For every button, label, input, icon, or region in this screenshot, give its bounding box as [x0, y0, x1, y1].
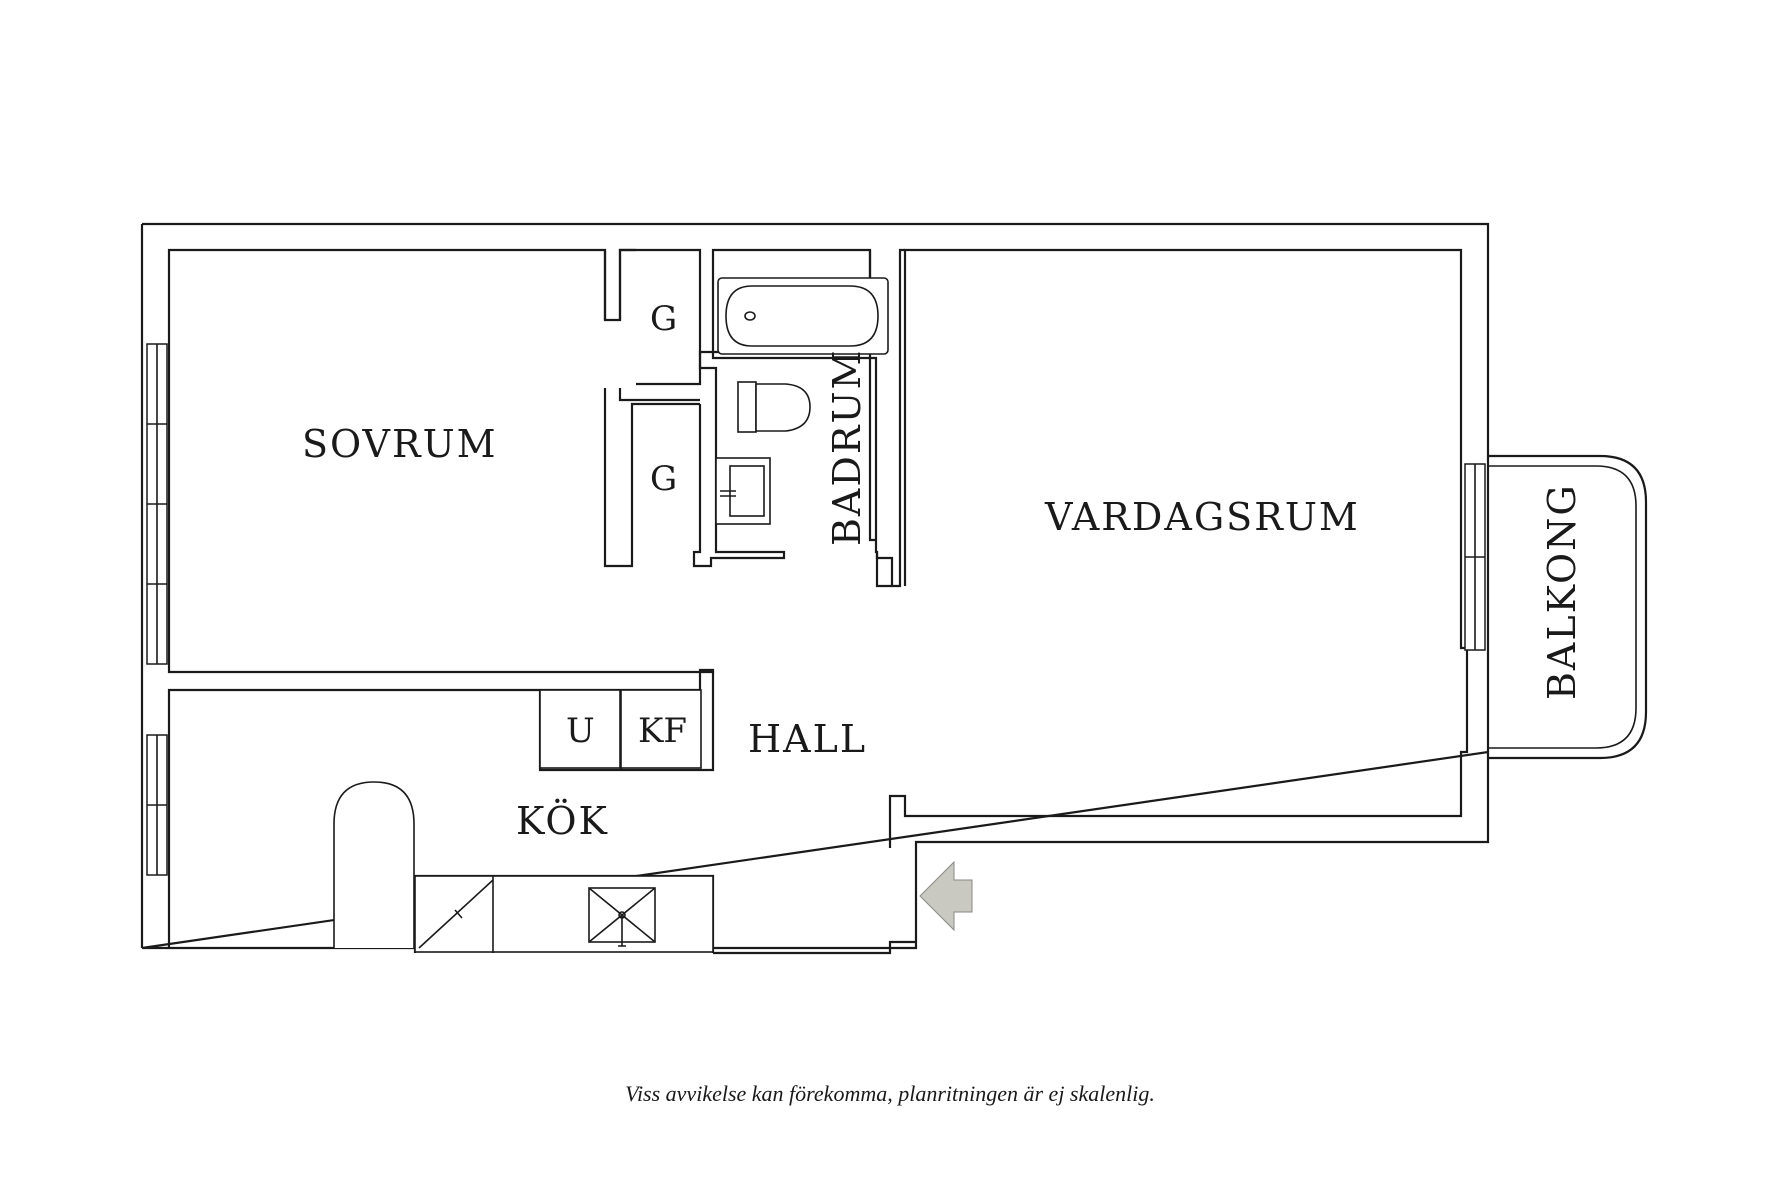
- room-label-balkong: BALKONG: [1540, 483, 1584, 700]
- vardagsrum-walls: [888, 248, 1469, 848]
- balkong-outline: [1488, 454, 1648, 760]
- room-label-badrum: BADRUM: [825, 349, 869, 546]
- stove-icon: [333, 781, 415, 948]
- window-east: [1464, 463, 1486, 651]
- garderob-upper-walls: [618, 248, 702, 386]
- disclaimer-caption: Viss avvikelse kan förekomma, planritnin…: [625, 1081, 1155, 1106]
- wardrobe-walls: [603, 350, 786, 568]
- room-label-kok: KÖK: [516, 799, 609, 843]
- room-label-garderob-1: G: [650, 299, 677, 339]
- windows-west: [146, 343, 168, 876]
- room-label-hall: HALL: [748, 717, 867, 761]
- label-kf: KF: [638, 711, 687, 751]
- sink-icon: [715, 457, 771, 525]
- room-label-vardagsrum: VARDAGSRUM: [1044, 495, 1360, 539]
- bathtub-icon: [717, 277, 889, 355]
- fridge-cabinets: [539, 689, 702, 769]
- room-label-sovrum: SOVRUM: [302, 422, 498, 466]
- label-u: U: [566, 711, 595, 751]
- kitchen-counter: [414, 875, 714, 953]
- toilet-icon: [737, 381, 811, 433]
- room-label-garderob-2: G: [650, 459, 677, 499]
- entrance-arrow-icon: [919, 860, 973, 932]
